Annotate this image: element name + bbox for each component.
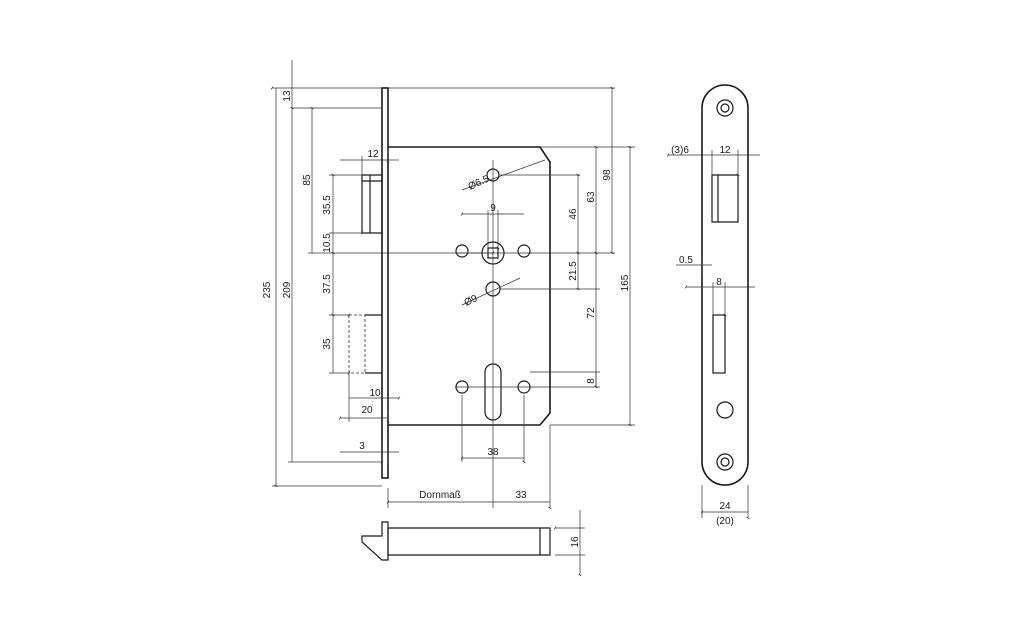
fp-dim-24: 24 [719, 501, 731, 512]
dim-98: 98 [602, 169, 613, 181]
dim-209: 209 [282, 281, 293, 298]
dim-235: 235 [262, 281, 273, 298]
dim-9: 9 [490, 203, 496, 214]
bolt-opening [712, 314, 726, 374]
dim-dornmass: Dornmaß [419, 490, 461, 501]
hub-hole-right [517, 244, 531, 258]
dim-63: 63 [586, 191, 597, 203]
cylinder-cutout [484, 363, 502, 421]
lock-front-view [348, 87, 551, 479]
dim-72: 72 [586, 307, 597, 319]
bolt-body [387, 527, 551, 556]
right-dimensions: 46 63 98 21.5 72 8 165 [388, 86, 635, 427]
left-dimensions: 235 13 209 85 35.5 10.5 37.5 35 [262, 60, 493, 486]
dim-13: 13 [282, 90, 293, 102]
dim-dia-9: Ø9 [463, 293, 480, 309]
dim-46: 46 [568, 208, 579, 220]
bolt-bottom-view: 16 [361, 510, 585, 575]
dim-16: 16 [570, 536, 581, 548]
dim-10: 10 [369, 388, 381, 399]
fp-dim-20: (20) [716, 516, 734, 527]
dim-35: 35 [322, 338, 333, 350]
screw-hole-bottom [716, 453, 734, 471]
dead-bolt [348, 314, 366, 374]
dim-85: 85 [302, 174, 313, 186]
dim-35-5: 35.5 [322, 195, 333, 215]
faceplate-outline [701, 84, 749, 486]
latch-opening [711, 174, 739, 223]
fp-dim-3-6: (3)6 [671, 145, 689, 156]
fp-dim-0-5: 0.5 [679, 255, 693, 266]
dim-21-5: 21.5 [568, 261, 579, 281]
horizontal-dimensions: 12 10 20 3 9 38 Dornmaß 33 Ø6.5 Ø9 [340, 149, 550, 508]
faceplate [381, 87, 389, 479]
hub-hole-left [455, 244, 469, 258]
dim-33: 33 [515, 490, 527, 501]
screw-hole-top [716, 99, 734, 117]
dim-165: 165 [620, 274, 631, 291]
dim-3: 3 [359, 441, 365, 452]
fp-dim-12: 12 [719, 145, 731, 156]
fp-dim-8: 8 [716, 277, 722, 288]
dim-20: 20 [361, 405, 373, 416]
dim-8: 8 [586, 378, 597, 384]
dim-37-5: 37.5 [322, 274, 333, 294]
dim-10-5: 10.5 [322, 233, 333, 253]
faceplate-side-view: (3)6 12 0.5 8 24 (20) [668, 84, 760, 527]
latch-bolt [361, 174, 383, 234]
lock-case [388, 146, 551, 426]
cylinder-hole [716, 401, 734, 419]
dim-12: 12 [367, 149, 379, 160]
